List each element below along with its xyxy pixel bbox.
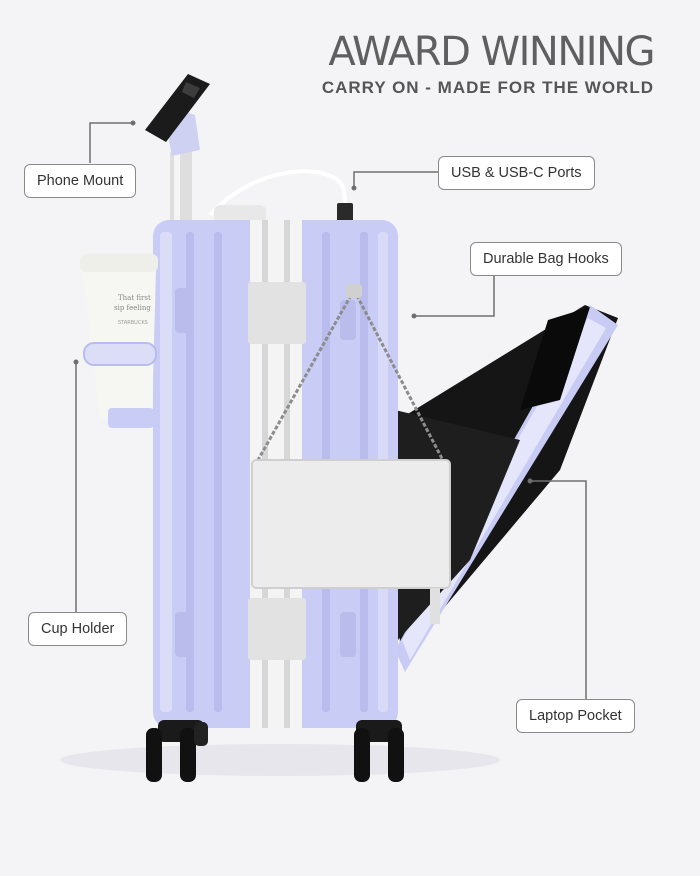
cup-text-line1: That first (118, 294, 151, 302)
cup-text-brand: STARBUCKS (118, 320, 148, 326)
headline-title: AWARD WINNING (328, 29, 655, 75)
floor-shadow (60, 744, 500, 776)
headline-subtitle: CARRY ON - MADE FOR THE WORLD (321, 78, 654, 97)
leader-lines (75, 122, 587, 700)
bag-illustration (251, 284, 451, 624)
usb-ports-label: USB & USB-C Ports (438, 156, 595, 190)
top-handle (214, 205, 266, 223)
phone-mount-illustration (145, 74, 210, 225)
cup-holder-label: Cup Holder (28, 612, 128, 646)
usb-port-illustration (337, 203, 353, 223)
laptop-pocket-label: Laptop Pocket (516, 699, 635, 733)
bag-hooks-label: Durable Bag Hooks (470, 242, 622, 276)
leader-dots (73, 120, 533, 484)
cup-holder-illustration: That first sip feeling STARBUCKS (80, 254, 158, 428)
usb-cable (208, 169, 347, 217)
headline: AWARD WINNING CARRY ON - MADE FOR THE WO… (321, 29, 656, 98)
phone-mount-label: Phone Mount (24, 164, 137, 198)
wheels (146, 720, 404, 782)
cup-text-line2: sip feeling (114, 304, 151, 312)
